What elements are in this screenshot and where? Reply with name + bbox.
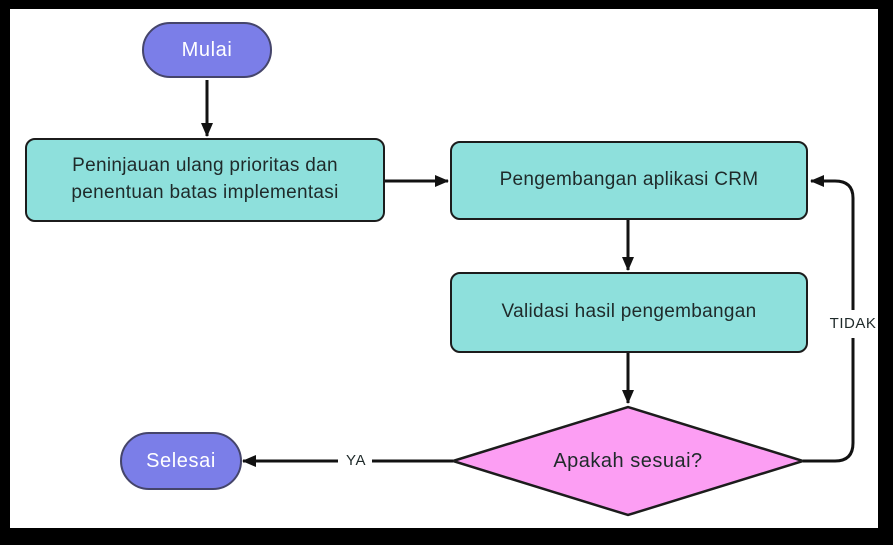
edge-decision-to-develop-no-1	[803, 338, 855, 463]
edge-label-yes: YA	[346, 452, 366, 469]
node-validate-label: Validasi hasil pengembangan	[501, 301, 757, 323]
edge-decision-to-develop-no-2	[810, 175, 855, 310]
edges-layer	[201, 80, 855, 517]
node-review: Peninjauan ulang prioritas dan penentuan…	[25, 138, 385, 222]
node-start-label: Mulai	[181, 38, 233, 61]
node-decision-label: Apakah sesuai?	[453, 407, 803, 515]
node-end: Selesai	[120, 432, 242, 490]
node-start: Mulai	[142, 22, 272, 78]
edge-label-no: TIDAK	[829, 315, 877, 332]
node-develop: Pengembangan aplikasi CRM	[450, 141, 808, 220]
node-decision-text: Apakah sesuai?	[553, 449, 703, 472]
diagram-canvas: Mulai Peninjauan ulang prioritas dan pen…	[10, 9, 878, 528]
node-end-label: Selesai	[146, 449, 216, 472]
node-review-label: Peninjauan ulang prioritas dan penentuan…	[71, 155, 339, 203]
node-validate: Validasi hasil pengembangan	[450, 272, 808, 353]
node-develop-label: Pengembangan aplikasi CRM	[499, 169, 759, 191]
